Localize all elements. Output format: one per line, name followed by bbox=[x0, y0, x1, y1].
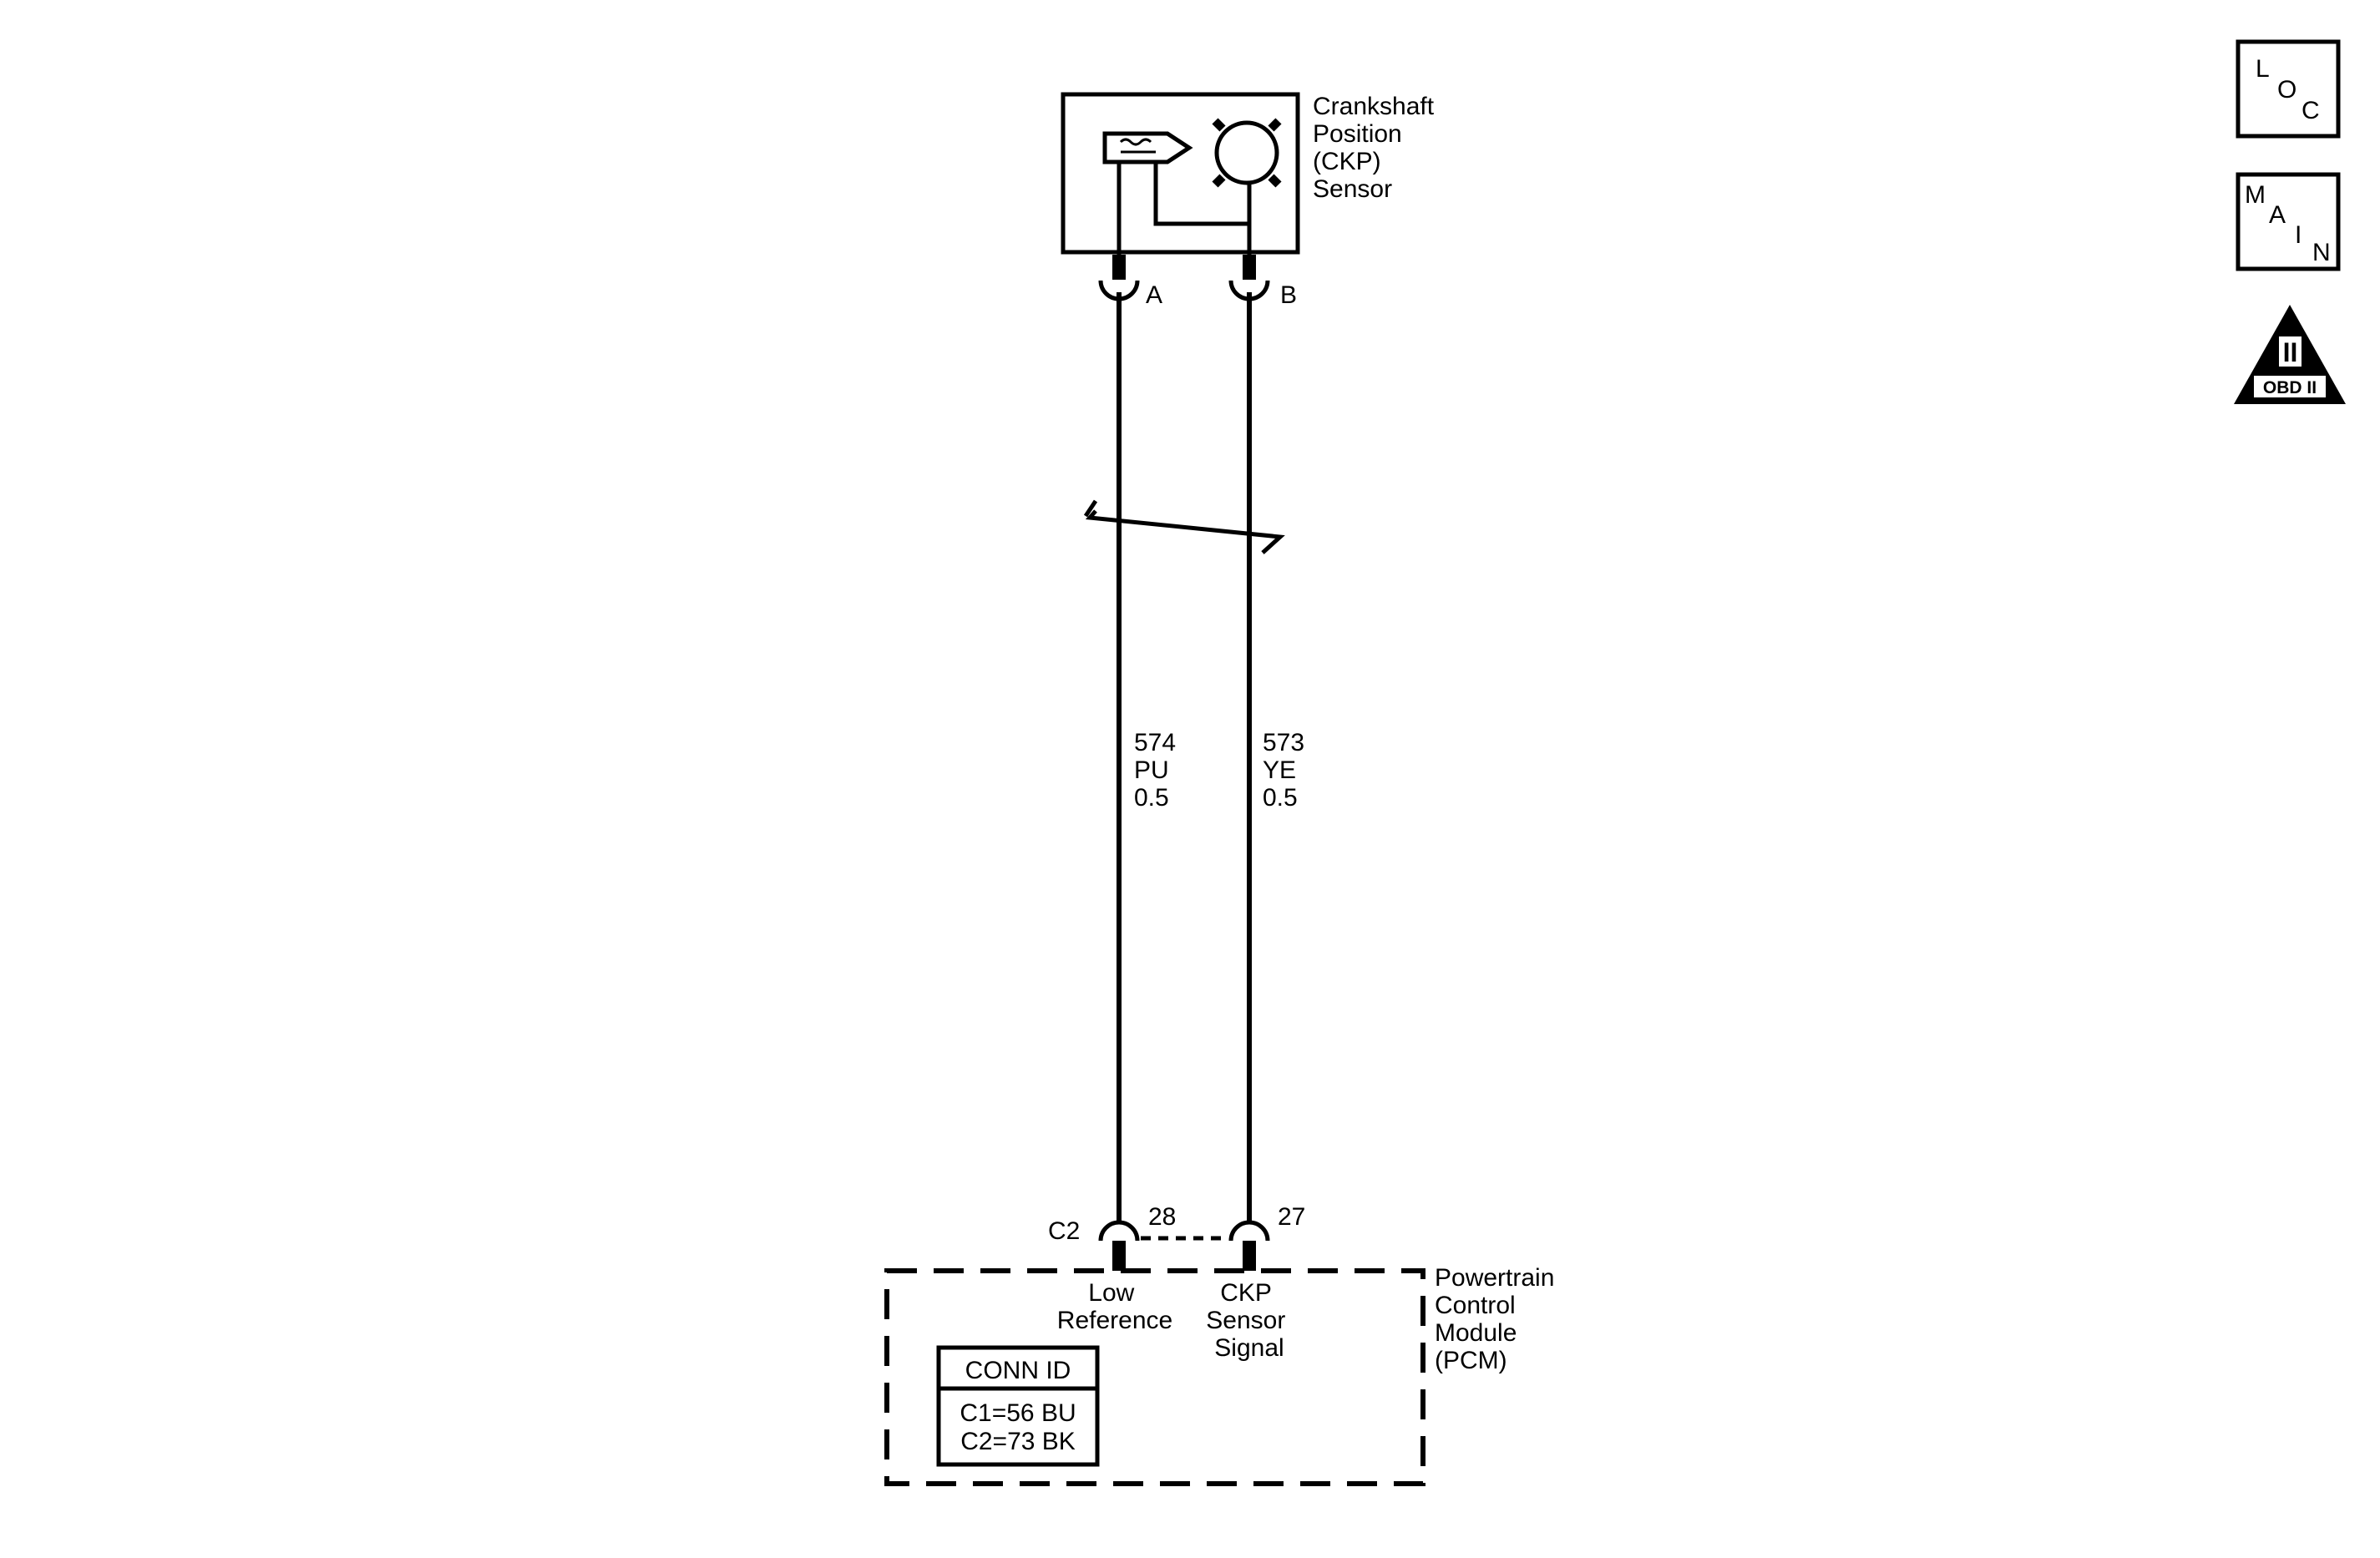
obd-text: OBD II bbox=[2263, 378, 2317, 397]
pcm-name-line: (PCM) bbox=[1435, 1347, 1507, 1374]
pin-b-label: B bbox=[1280, 281, 1297, 309]
loc-letter: L bbox=[2256, 55, 2270, 83]
ckp-sensor: Crankshaft Position (CKP) Sensor bbox=[1061, 92, 1441, 255]
ckp-signal-line: CKP bbox=[1220, 1279, 1271, 1307]
obd-ii-badge[interactable]: II OBD II bbox=[2234, 305, 2346, 404]
pcm-module: Low Reference CKP Sensor Signal CONN ID … bbox=[884, 1264, 1562, 1486]
sensor-housing bbox=[1061, 92, 1300, 255]
pin-28-terminal bbox=[1098, 1220, 1140, 1242]
wire-circuit: 574 bbox=[1134, 729, 1176, 756]
wire-574: 574 PU 0.5 bbox=[1117, 292, 1182, 1222]
main-letter: I bbox=[2295, 221, 2302, 249]
loc-letter: C bbox=[2302, 97, 2320, 124]
reluctor-teeth bbox=[1212, 118, 1282, 188]
main-letter: A bbox=[2269, 201, 2286, 229]
pcm-name: Powertrain Control Module (PCM) bbox=[1435, 1264, 1562, 1374]
sensor-internal-wire-b bbox=[1153, 162, 1252, 226]
main-badge[interactable]: M A I N bbox=[2236, 172, 2341, 271]
main-letter: M bbox=[2245, 181, 2266, 209]
pin-27-label: 27 bbox=[1278, 1203, 1305, 1231]
wire-573: 573 YE 0.5 bbox=[1247, 292, 1311, 1222]
wire-circuit: 573 bbox=[1263, 729, 1304, 756]
pickup-symbol bbox=[1102, 131, 1193, 164]
ckp-signal-line: Sensor bbox=[1206, 1307, 1285, 1334]
sensor-name-line: (CKP) bbox=[1313, 148, 1381, 175]
pcm-connector: C2 28 27 bbox=[1048, 1203, 1305, 1271]
pin-28-label: 28 bbox=[1148, 1203, 1176, 1231]
conn-id-row: C1=56 BU bbox=[960, 1399, 1076, 1427]
twisted-pair-symbol bbox=[1085, 509, 1285, 554]
low-reference-label: Low Reference bbox=[1057, 1279, 1172, 1334]
loc-badge[interactable]: L O C bbox=[2236, 39, 2341, 139]
pcm-name-line: Control bbox=[1435, 1292, 1516, 1319]
sensor-name-line: Sensor bbox=[1313, 175, 1392, 203]
pcm-name-line: Powertrain bbox=[1435, 1264, 1554, 1292]
sensor-name-line: Crankshaft bbox=[1313, 93, 1435, 120]
pickup-wave bbox=[1119, 138, 1156, 154]
main-letter: N bbox=[2312, 239, 2331, 266]
ckp-signal-line: Signal bbox=[1214, 1334, 1284, 1362]
wire-color: PU bbox=[1134, 756, 1169, 784]
conn-id-row: C2=73 BK bbox=[960, 1428, 1076, 1455]
reluctor-wheel bbox=[1214, 120, 1279, 185]
low-reference-line: Reference bbox=[1057, 1307, 1172, 1334]
low-reference-line: Low bbox=[1088, 1279, 1134, 1307]
wire-574-label: 574 PU 0.5 bbox=[1134, 729, 1182, 812]
wire-gauge: 0.5 bbox=[1134, 784, 1169, 812]
wire-color: YE bbox=[1263, 756, 1296, 784]
sensor-connector: A B bbox=[1098, 255, 1297, 309]
conn-id-box: CONN ID C1=56 BU C2=73 BK bbox=[936, 1345, 1100, 1467]
obd-numeral: II bbox=[2283, 337, 2298, 367]
loc-letter: O bbox=[2277, 76, 2296, 104]
pin-27-terminal bbox=[1228, 1220, 1270, 1242]
sensor-name-line: Position bbox=[1313, 120, 1402, 148]
ckp-signal-label: CKP Sensor Signal bbox=[1206, 1279, 1292, 1362]
pin-a-label: A bbox=[1146, 281, 1162, 309]
conn-id-title: CONN ID bbox=[965, 1357, 1071, 1384]
connector-label: C2 bbox=[1048, 1217, 1080, 1245]
wire-gauge: 0.5 bbox=[1263, 784, 1298, 812]
pcm-name-line: Module bbox=[1435, 1319, 1517, 1347]
sensor-name: Crankshaft Position (CKP) Sensor bbox=[1313, 93, 1441, 203]
wire-573-label: 573 YE 0.5 bbox=[1263, 729, 1311, 812]
